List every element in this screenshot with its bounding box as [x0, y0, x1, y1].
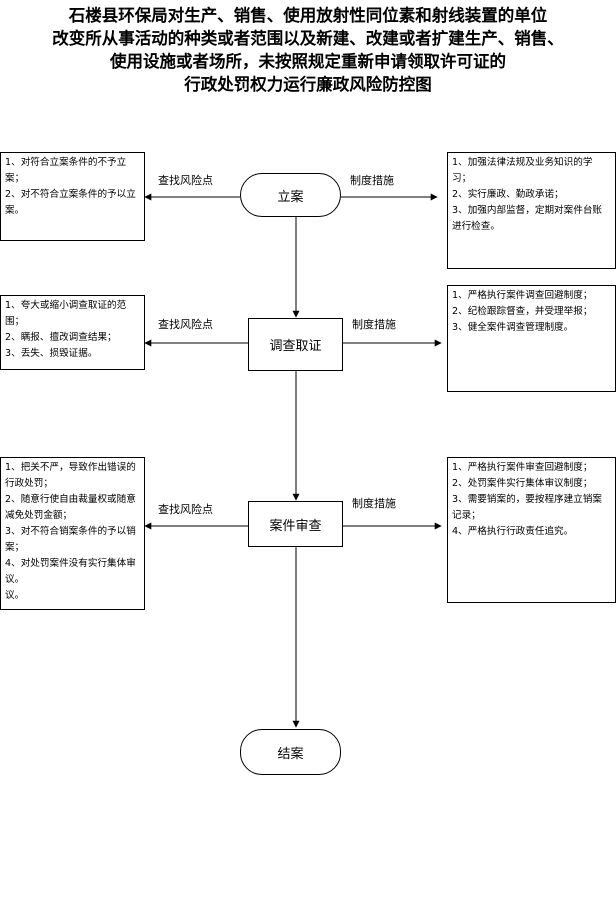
node-diaocha-label: 调查取证 [269, 339, 322, 354]
risk-item: 4、对处罚案件没有实行集体审议。 [5, 558, 136, 585]
measure-item: 3、健全案件调查管理制度。 [452, 322, 574, 333]
node-jiean: 结案 [240, 729, 341, 775]
label-risk-2: 查找风险点 [158, 318, 213, 331]
label-measures-3: 制度措施 [352, 497, 396, 510]
title-line-1: 石楼县环保局对生产、销售、使用放射性同位素和射线装置的单位 [68, 6, 548, 25]
risk-item: 议。 [5, 590, 25, 601]
risk-item: 3、对不符合销案条件的予以销案； [5, 526, 136, 553]
risk-box-shencha: 1、把关不严，导致作出错误的行政处罚； 2、随意行使自由裁量权或随意减免处罚金额… [0, 457, 145, 610]
measures-box-diaocha: 1、严格执行案件调查回避制度； 2、纪检跟踪督查，并受理举报； 3、健全案件调查… [447, 285, 616, 392]
node-jiean-label: 结案 [277, 746, 304, 762]
measure-item: 4、严格执行行政责任追究。 [452, 526, 574, 537]
risk-item: 1、夸大或缩小调查取证的范围； [5, 300, 127, 327]
measure-item: 1、严格执行案件审查回避制度； [452, 462, 593, 473]
risk-item: 2、瞒报、擅改调查结果； [5, 332, 117, 343]
measure-item: 3、需要销案的，要按程序建立销案记录； [452, 494, 603, 521]
title-line-3: 使用设施或者场所，未按照规定重新申请领取许可证的 [110, 52, 506, 71]
risk-item: 3、丢失、损毁证据。 [5, 348, 98, 359]
label-measures-2: 制度措施 [352, 318, 396, 331]
page-title: 石楼县环保局对生产、销售、使用放射性同位素和射线装置的单位 改变所从事活动的种类… [0, 4, 616, 96]
node-diaocha: 调查取证 [248, 318, 343, 371]
risk-box-lian: 1、对符合立案条件的不予立案； 2、对不符合立案条件的予以立案。 [0, 152, 145, 241]
node-lian-label: 立案 [277, 189, 304, 205]
title-line-4: 行政处罚权力运行廉政风险防控图 [184, 75, 432, 94]
label-risk-3: 查找风险点 [158, 503, 213, 516]
measure-item: 3、加强内部监督，定期对案件台账进行检查。 [452, 205, 603, 232]
node-shencha-label: 案件审查 [269, 518, 322, 534]
measure-item: 1、加强法律法规及业务知识的学习； [452, 157, 593, 184]
measure-item: 2、实行廉政、勤政承诺； [452, 189, 564, 200]
risk-box-diaocha: 1、夸大或缩小调查取证的范围； 2、瞒报、擅改调查结果； 3、丢失、损毁证据。 [0, 295, 145, 370]
title-line-2: 改变所从事活动的种类或者范围以及新建、改建或者扩建生产、销售、 [52, 29, 564, 48]
risk-item: 2、随意行使自由裁量权或随意减免处罚金额； [5, 494, 136, 521]
risk-item: 1、把关不严，导致作出错误的行政处罚； [5, 462, 136, 489]
measure-item: 2、纪检跟踪督查，并受理举报； [452, 306, 593, 317]
node-lian: 立案 [240, 173, 341, 217]
measures-box-shencha: 1、严格执行案件审查回避制度； 2、处罚案件实行集体审议制度； 3、需要销案的，… [447, 457, 616, 603]
risk-item: 1、对符合立案条件的不予立案； [5, 157, 127, 184]
measures-box-lian: 1、加强法律法规及业务知识的学习； 2、实行廉政、勤政承诺； 3、加强内部监督，… [447, 152, 616, 269]
measure-item: 1、严格执行案件调查回避制度； [452, 290, 593, 301]
node-shencha: 案件审查 [248, 501, 343, 547]
label-measures-1: 制度措施 [350, 174, 394, 187]
risk-item: 2、对不符合立案条件的予以立案。 [5, 189, 136, 216]
label-risk-1: 查找风险点 [158, 174, 213, 187]
measure-item: 2、处罚案件实行集体审议制度； [452, 478, 593, 489]
